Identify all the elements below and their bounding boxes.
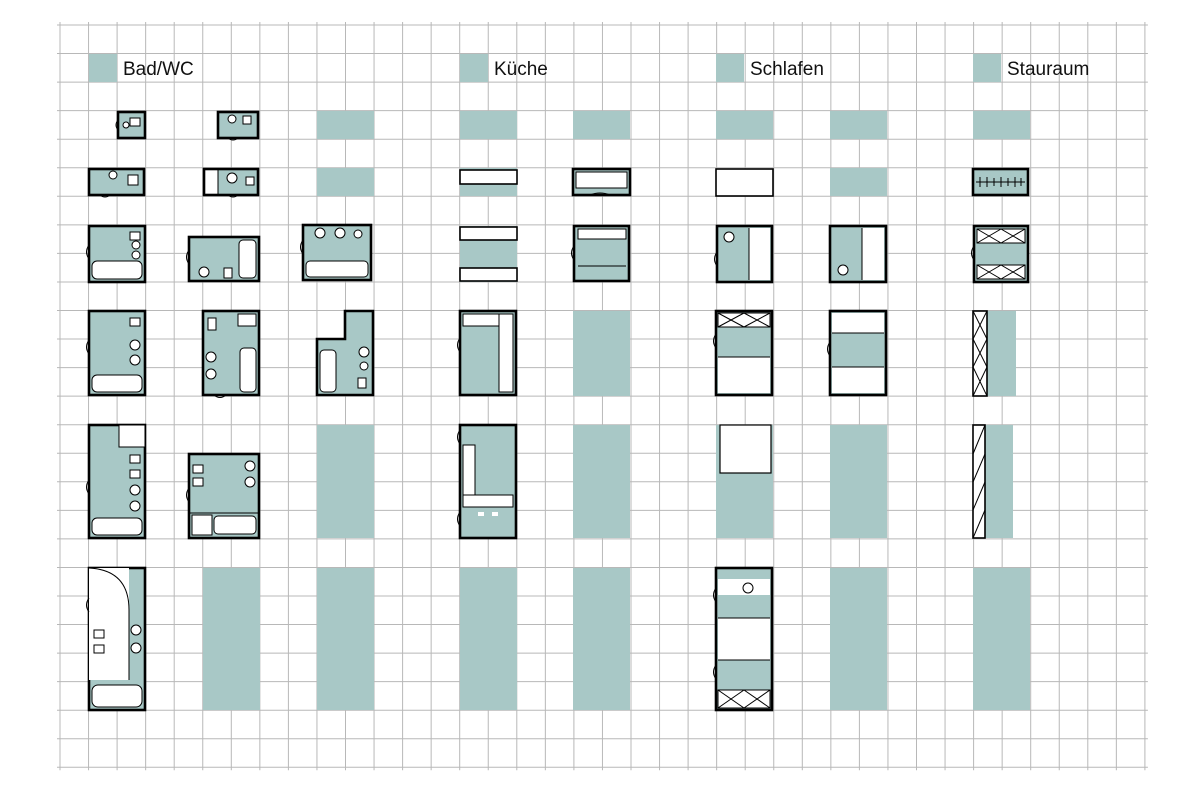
empty-module [573, 311, 630, 396]
empty-module [973, 568, 1030, 710]
legend-label-stauraum: Stauraum [1007, 59, 1089, 80]
storage-module-wardrobe [972, 310, 1016, 397]
bathroom-module-bath [315, 309, 375, 397]
empty-module [973, 111, 1030, 139]
legend-swatch-bad-wc [89, 54, 117, 82]
legend-label-kueche: Küche [494, 59, 548, 80]
storage-module-closet [971, 224, 1030, 284]
bedroom-modules [713, 168, 888, 712]
empty-module [573, 425, 630, 538]
legend-label-schlafen: Schlafen [750, 59, 824, 80]
kitchen-module-room [457, 309, 518, 397]
bathroom-module-bath [86, 566, 147, 712]
bathroom-module-bath [201, 309, 261, 398]
bathroom-module-bath [86, 309, 147, 397]
empty-module [460, 568, 517, 710]
kitchen-module-room [457, 423, 518, 540]
kitchen-modules [457, 167, 632, 540]
empty-module [317, 111, 374, 139]
storage-module-wardrobe [972, 424, 1013, 539]
bathroom-module-wc [87, 167, 146, 198]
legend-swatch-stauraum [973, 54, 1001, 82]
empty-module [573, 111, 630, 139]
empty-module [203, 568, 260, 710]
empty-module [830, 111, 887, 139]
storage-modules [971, 167, 1030, 539]
legend-swatch-kueche [460, 54, 488, 82]
bathroom-module-bath [300, 223, 373, 282]
empty-module [830, 568, 887, 710]
kitchen-module-room [571, 224, 631, 283]
kitchen-module-double-counter [459, 226, 518, 282]
empty-module [830, 168, 887, 196]
legend-swatch-schlafen [716, 54, 744, 82]
bedroom-module-open [716, 424, 773, 538]
bedroom-module-double-bed [713, 309, 774, 397]
bathroom-module-wc [202, 167, 260, 198]
empty-module [460, 111, 517, 139]
bathroom-module-bath [186, 452, 261, 540]
bedroom-module-bed [828, 224, 888, 284]
bathroom-module-bath [86, 423, 147, 540]
empty-module [716, 111, 773, 139]
legend: Bad/WC Küche Schlafen Stauraum [89, 54, 1089, 82]
bathroom-module-wc-small [216, 110, 260, 141]
bedroom-module-bed [715, 168, 774, 197]
empty-module [317, 168, 374, 196]
kitchen-module-counter [571, 167, 632, 197]
bedroom-module-tall [713, 566, 774, 712]
bathroom-module-wc-small [115, 110, 147, 140]
empty-module [317, 568, 374, 710]
storage-module-rail [971, 167, 1030, 197]
legend-label-bad-wc: Bad/WC [123, 59, 194, 80]
bedroom-module-double-bed [827, 309, 888, 397]
empty-module [573, 568, 630, 710]
bedroom-module-bed [714, 224, 774, 284]
bathroom-module-bath [186, 235, 261, 283]
empty-module [830, 425, 887, 538]
bathroom-module-bath [86, 224, 147, 284]
empty-module [317, 425, 374, 538]
bathroom-modules [86, 110, 375, 712]
kitchen-module-counter [459, 168, 518, 196]
empty-modules [203, 111, 1030, 710]
